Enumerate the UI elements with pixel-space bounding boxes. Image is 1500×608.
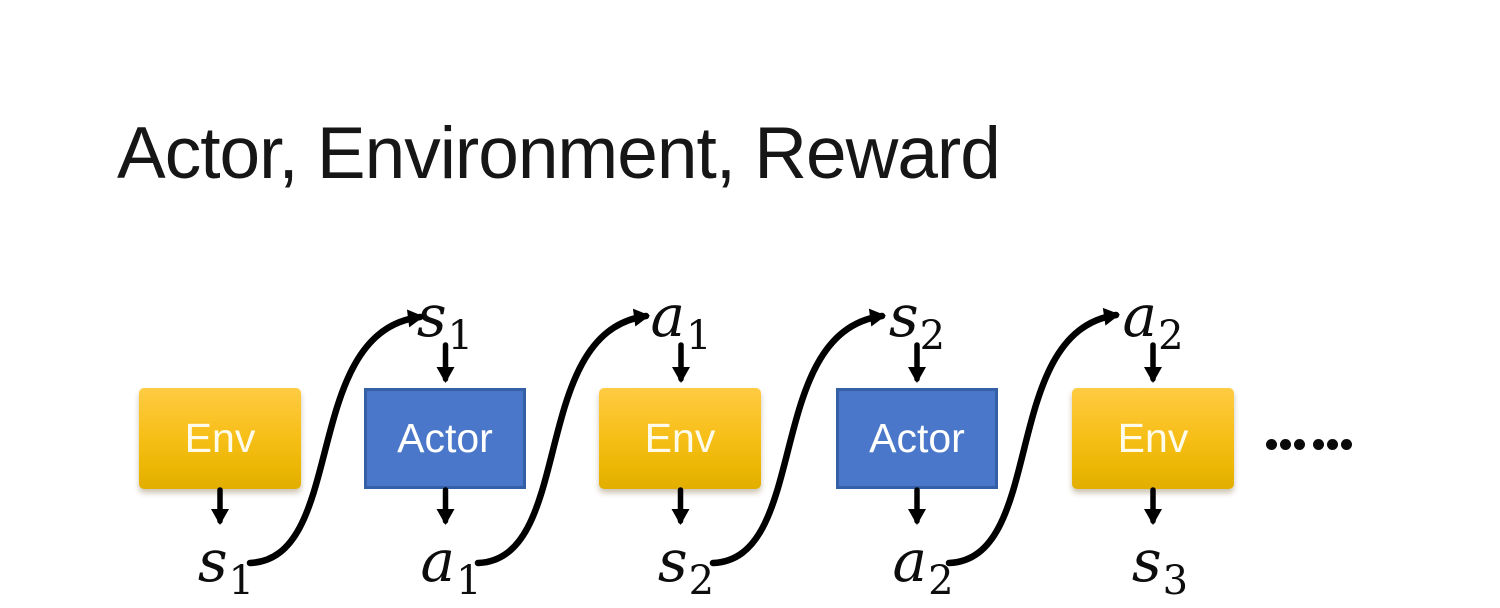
env-box-1-label: Env — [184, 415, 256, 461]
ellipsis-dot — [1313, 439, 1324, 450]
env-box-2: Env — [599, 388, 761, 489]
ellipsis-dot — [1294, 439, 1305, 450]
label-bottom-s2: s2 — [658, 532, 714, 604]
label-top-a2-base: a — [1122, 282, 1158, 350]
actor-box-1: Actor — [364, 388, 526, 489]
env-box-3-label: Env — [1117, 415, 1189, 461]
label-top-s1: s1 — [417, 287, 473, 359]
label-bottom-a1-base: a — [420, 527, 456, 595]
label-top-s2-sub: 2 — [919, 313, 946, 359]
label-bottom-s1-base: s — [197, 527, 228, 595]
label-bottom-a1-sub: 1 — [456, 558, 482, 604]
ellipsis-dot — [1327, 439, 1338, 450]
label-bottom-a2-sub: 2 — [928, 558, 954, 604]
label-bottom-s3-base: s — [1131, 527, 1162, 595]
label-top-a2-sub: 2 — [1158, 313, 1184, 359]
ellipsis-dot — [1266, 439, 1277, 450]
label-bottom-s2-base: s — [657, 527, 688, 595]
label-top-s1-sub: 1 — [447, 313, 474, 359]
label-top-s2: s2 — [889, 287, 945, 359]
label-bottom-s2-sub: 2 — [688, 558, 715, 604]
actor-box-2-label: Actor — [869, 415, 965, 461]
label-top-a1-base: a — [650, 282, 686, 350]
ellipsis-dots — [1266, 439, 1352, 450]
ellipsis-dot — [1280, 439, 1291, 450]
label-top-a2: a2 — [1122, 287, 1183, 359]
slide-title: Actor, Environment, Reward — [117, 113, 1001, 194]
label-top-s2-base: s — [888, 282, 919, 350]
env-box-3: Env — [1072, 388, 1234, 489]
label-bottom-s3-sub: 3 — [1162, 558, 1189, 604]
label-top-a1: a1 — [650, 287, 711, 359]
label-bottom-a2-base: a — [892, 527, 928, 595]
ellipsis-dot — [1341, 439, 1352, 450]
label-bottom-s1-sub: 1 — [228, 558, 255, 604]
label-top-s1-base: s — [416, 282, 447, 350]
label-bottom-s3: s3 — [1132, 532, 1188, 604]
env-box-1: Env — [139, 388, 301, 489]
env-box-2-label: Env — [644, 415, 716, 461]
label-bottom-s1: s1 — [198, 532, 254, 604]
label-bottom-a1: a1 — [420, 532, 481, 604]
actor-box-1-label: Actor — [397, 415, 493, 461]
actor-box-2: Actor — [836, 388, 998, 489]
label-bottom-a2: a2 — [892, 532, 953, 604]
label-top-a1-sub: 1 — [686, 313, 712, 359]
